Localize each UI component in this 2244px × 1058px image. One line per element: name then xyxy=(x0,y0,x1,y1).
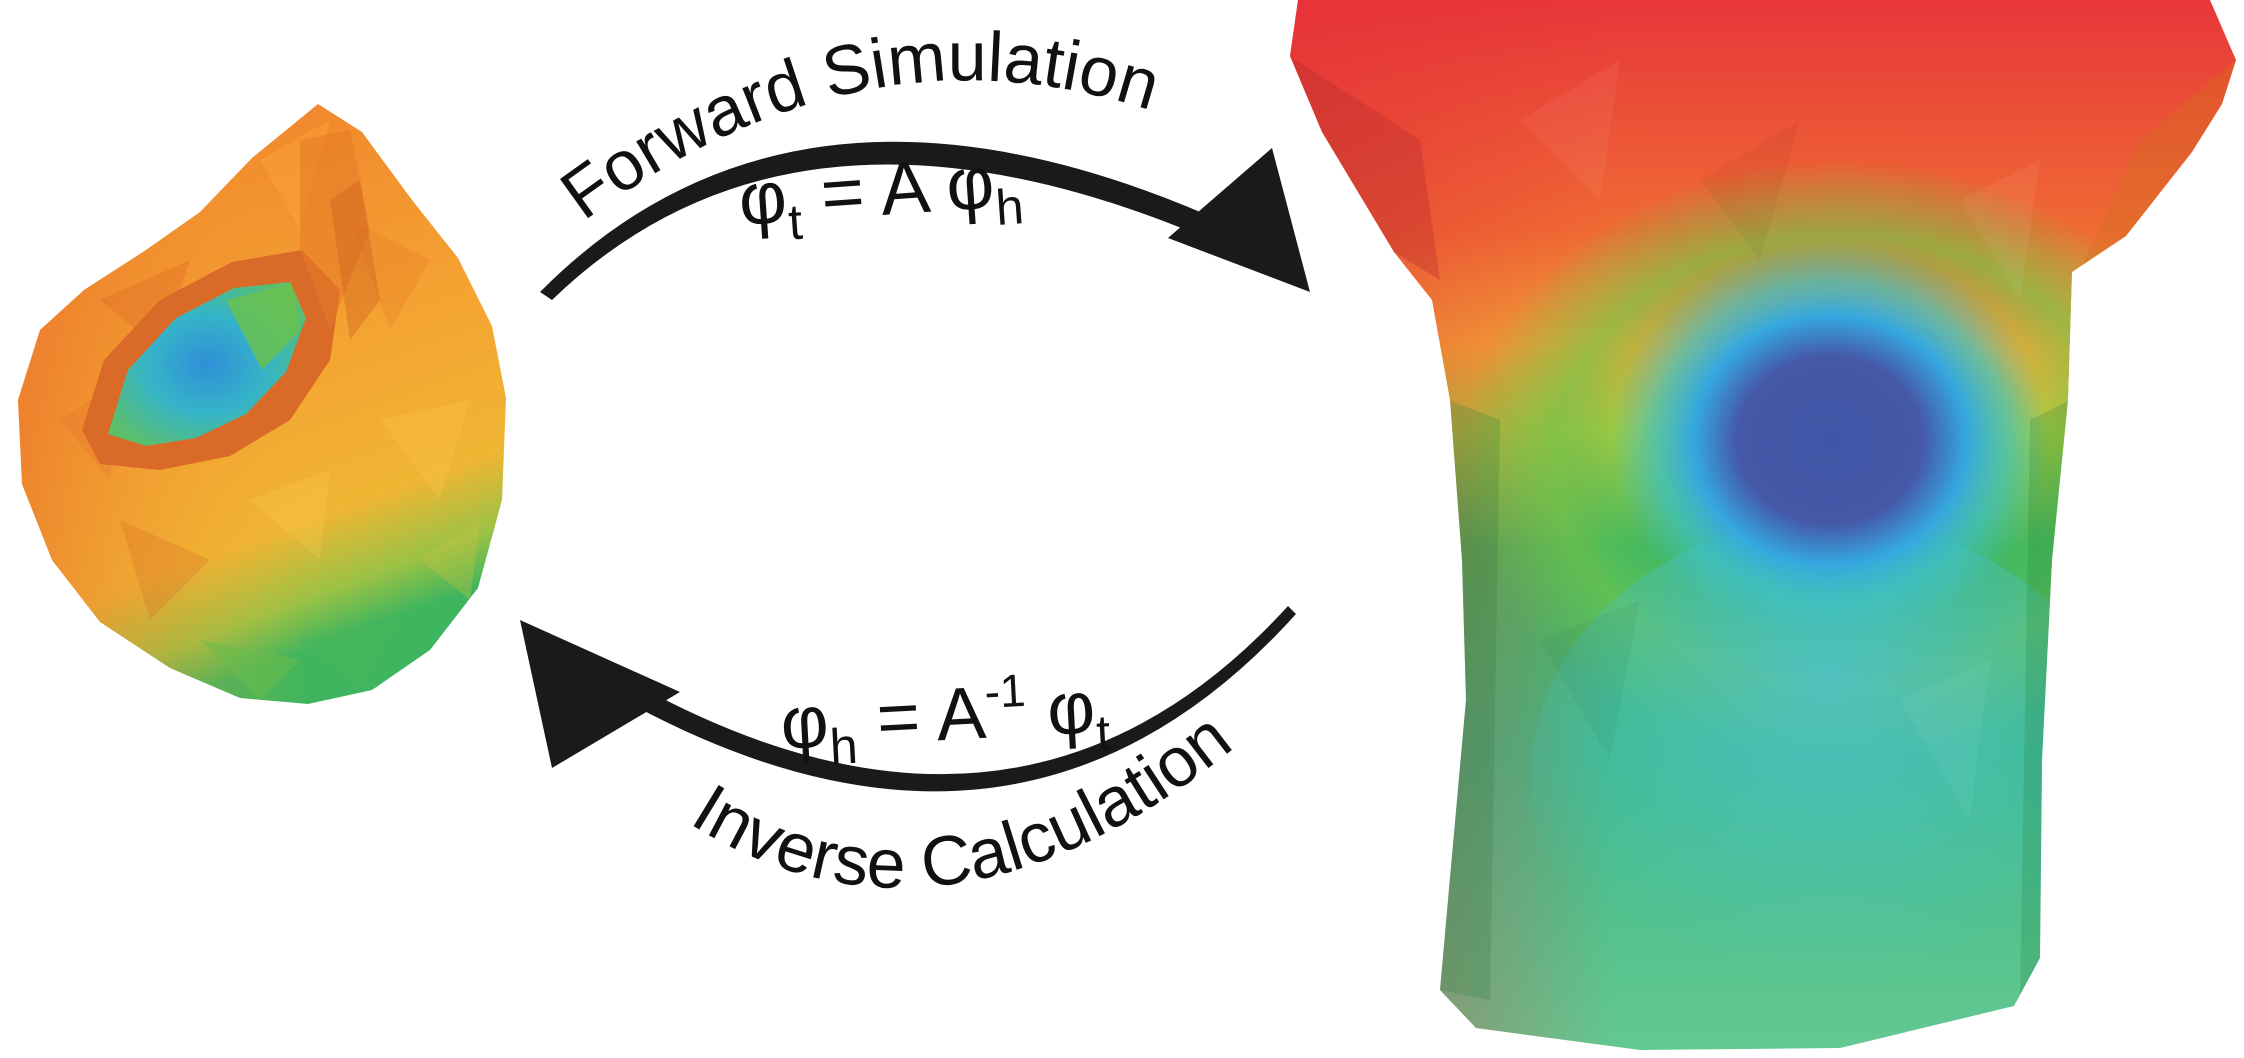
svg-text:φt = A φh: φt = A φh xyxy=(736,138,1026,254)
inverse-eq-rhs-sub: t xyxy=(1095,704,1112,761)
inverse-arrowhead xyxy=(520,620,680,768)
inverse-eq-rhs: φ xyxy=(1024,665,1097,751)
inverse-eq-mid: = A xyxy=(854,671,988,761)
inverse-eq-lhs: φ xyxy=(778,679,830,764)
forward-arrowhead xyxy=(1168,148,1310,292)
forward-eq-mid: = A φ xyxy=(798,140,997,236)
forward-eq-rhs-sub: h xyxy=(994,178,1026,236)
forward-arrow xyxy=(540,141,1310,300)
inverse-arrow xyxy=(520,606,1296,792)
svg-text:φh = A-1 φt: φh = A-1 φt xyxy=(778,659,1112,777)
inverse-eq-sup: -1 xyxy=(983,664,1027,718)
heart-model xyxy=(18,104,506,704)
torso-model xyxy=(1290,0,2236,1050)
forward-equation: φt = A φh xyxy=(736,138,1026,254)
inverse-equation: φh = A-1 φt xyxy=(778,659,1112,777)
forward-eq-lhs-sub: t xyxy=(786,194,804,251)
inverse-eq-lhs-sub: h xyxy=(828,718,859,775)
forward-eq-lhs: φ xyxy=(736,155,790,241)
